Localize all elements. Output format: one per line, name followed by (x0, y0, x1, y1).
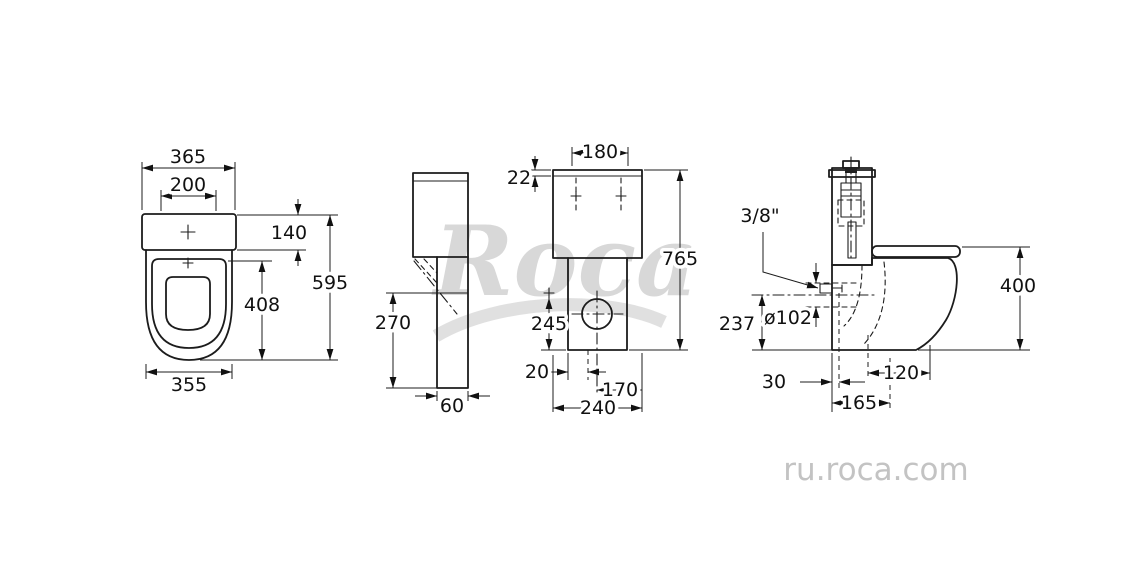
dim-240: 240 (580, 397, 616, 419)
valve-cap (845, 168, 857, 173)
dim-140: 140 (271, 222, 307, 244)
pan-body-outline (145, 249, 233, 361)
cistern-front-outline (552, 169, 643, 259)
dim-165: 165 (841, 392, 877, 414)
trap-hidden-lines (843, 261, 886, 345)
inlet-leader-line (762, 232, 819, 289)
dim-20: 20 (525, 361, 549, 383)
cistern-outline (412, 172, 469, 258)
plan-view: 365 200 140 408 595 355 (141, 143, 352, 400)
hidden-edge-lines (414, 258, 438, 284)
fixing-hidden-lines (575, 177, 622, 213)
bowl-opening-outline (165, 276, 211, 331)
dim-400: 400 (1000, 275, 1036, 297)
side-profile-view: 3/8" ø102 237 30 120 165 400 (715, 156, 1040, 418)
dim-22: 22 (507, 167, 531, 189)
flush-pipe-outline (436, 256, 469, 389)
float-hidden (837, 199, 865, 227)
dim-170: 170 (602, 379, 638, 401)
front-view: 180 22 765 245 20 170 240 (503, 138, 701, 423)
watermark-site-text: ru.roca.com (783, 452, 968, 488)
centerline (413, 260, 458, 315)
dim-365: 365 (170, 146, 206, 168)
dim-120: 120 (883, 362, 919, 384)
dim-270: 270 (375, 312, 411, 334)
dim-30: 30 (762, 371, 786, 393)
dim-595: 595 (312, 272, 348, 294)
water-inlet-fitting (819, 283, 833, 294)
valve-detail-lines (840, 189, 862, 197)
dim-60: 60 (440, 395, 464, 417)
fixing-cross-marker (543, 287, 555, 299)
fill-valve-mechanism (837, 156, 865, 259)
fixing-cross-markers (570, 190, 627, 202)
dim-408: 408 (244, 294, 280, 316)
dim-355: 355 (171, 374, 207, 396)
extension-lines (386, 292, 469, 401)
extension-lines (528, 147, 688, 412)
watermark-swoosh (432, 298, 667, 342)
watermark: Roca ru.roca.com (431, 205, 969, 488)
flush-tube (847, 221, 857, 259)
inlet-connector-lines (831, 284, 843, 293)
dim-765: 765 (662, 248, 698, 270)
dim-180: 180 (582, 141, 618, 163)
cistern-top-outline (141, 213, 237, 251)
bowl-profile-outline (831, 257, 958, 351)
hinge-cross-marker (182, 257, 194, 269)
seat-outline (151, 258, 227, 349)
extension-lines (752, 246, 1030, 412)
dim-245: 245 (531, 313, 567, 335)
dim-dia-102: ø102 (764, 307, 812, 329)
cistern-side-view: 270 60 (371, 172, 490, 421)
dim-237: 237 (719, 313, 755, 335)
dim-inlet-3-8: 3/8" (740, 205, 779, 227)
dim-200: 200 (170, 174, 206, 196)
button-cross-marker (180, 224, 196, 240)
drain-centerlines (571, 290, 624, 397)
seat-profile (871, 245, 961, 258)
